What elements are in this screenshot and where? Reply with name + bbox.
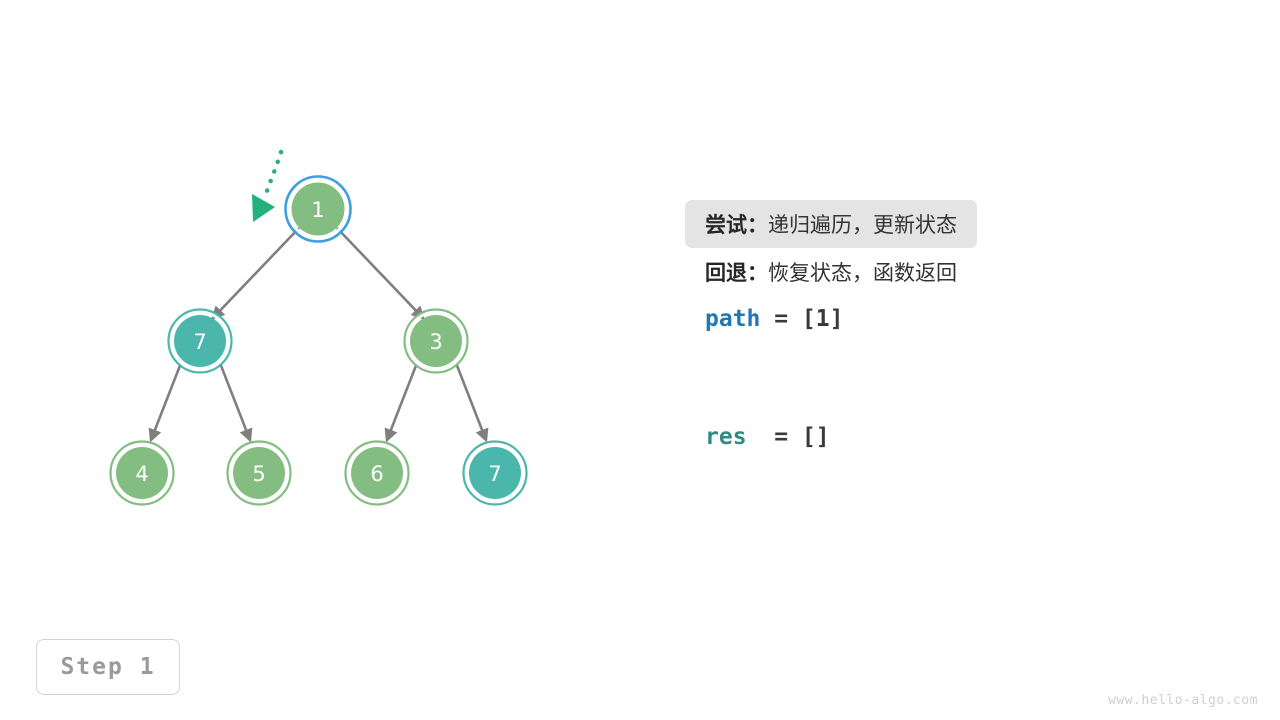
tree-node-1-label: 1 xyxy=(311,198,324,222)
tree-node-6[interactable]: 6 xyxy=(344,440,410,506)
step-badge: Step 1 xyxy=(36,639,180,695)
edge-7l-to-4 xyxy=(148,362,183,443)
edge-3-to-6 xyxy=(384,362,419,443)
tree-node-4[interactable]: 4 xyxy=(109,440,175,506)
tree-node-7-left-label: 7 xyxy=(193,330,206,354)
state-panel: 尝试： 递归遍历，更新状态 回退： 恢复状态，函数返回 path = [1] r… xyxy=(685,200,1245,460)
tree-node-7-left[interactable]: 7 xyxy=(167,308,233,374)
tree-node-6-label: 6 xyxy=(370,462,383,486)
watermark-text: www.hello-algo.com xyxy=(1108,693,1258,708)
variable-row-path: path = [1] xyxy=(685,296,1245,342)
edge-3-to-7r xyxy=(454,362,489,443)
note-backtrack-key: 回退： xyxy=(705,261,768,285)
tree-node-4-label: 4 xyxy=(135,462,148,486)
tree-node-5-label: 5 xyxy=(252,462,265,486)
variable-path-name: path xyxy=(705,306,761,332)
tree-node-5[interactable]: 5 xyxy=(226,440,292,506)
note-try-key: 尝试： xyxy=(705,213,768,237)
note-try-value: 递归遍历，更新状态 xyxy=(768,213,957,237)
tree-node-1[interactable]: 1 xyxy=(284,175,352,243)
note-row-backtrack: 回退： 恢复状态，函数返回 xyxy=(685,248,977,296)
edge-1-to-7l xyxy=(211,227,300,320)
variable-res-name: res xyxy=(705,424,747,450)
variable-res-value: = [] xyxy=(746,424,830,450)
note-backtrack-value: 恢复状态，函数返回 xyxy=(768,261,957,285)
tree-node-7-right-label: 7 xyxy=(488,462,501,486)
tree-node-3[interactable]: 3 xyxy=(403,308,469,374)
panel-spacer xyxy=(685,342,1245,414)
variable-row-res: res = [] xyxy=(685,414,1245,460)
note-row-try: 尝试： 递归遍历，更新状态 xyxy=(685,200,977,248)
tree-node-3-label: 3 xyxy=(429,330,442,354)
variable-path-value: = [1] xyxy=(760,306,844,332)
tree-node-7-right[interactable]: 7 xyxy=(462,440,528,506)
tree-edges xyxy=(148,227,489,443)
edge-7l-to-5 xyxy=(218,362,253,443)
binary-tree-graphic: 1 7 3 4 xyxy=(109,149,528,506)
edge-1-to-3 xyxy=(336,227,425,320)
tree-nodes: 1 7 3 4 xyxy=(109,175,528,506)
recursion-pointer-icon xyxy=(252,149,284,222)
